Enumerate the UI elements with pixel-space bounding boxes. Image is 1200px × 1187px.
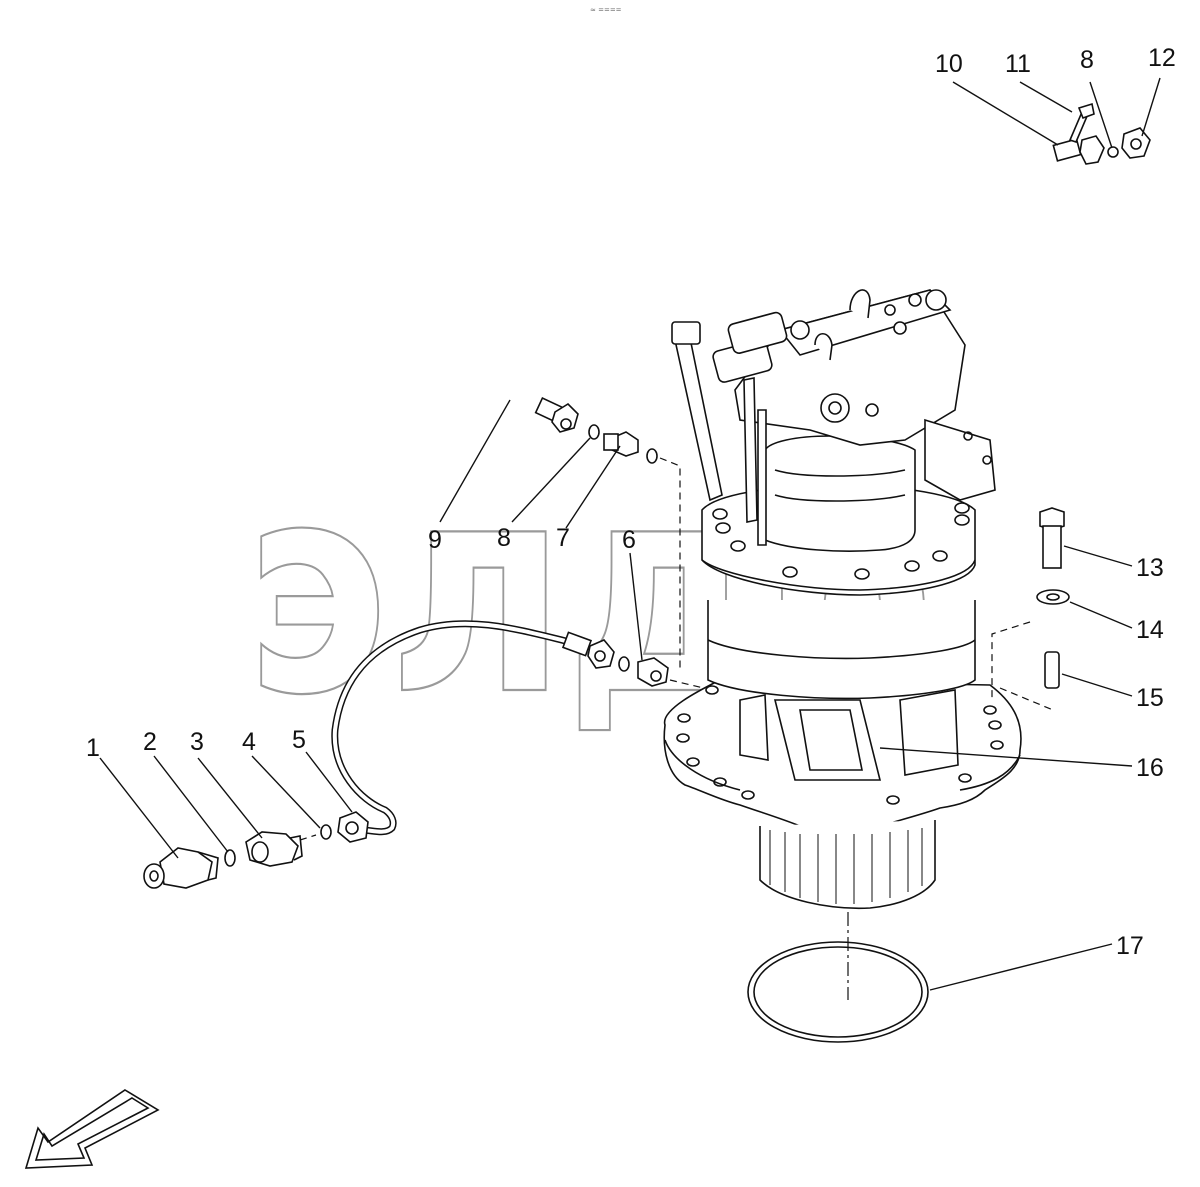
callout-14: 14 [1136,616,1164,644]
callout-1: 1 [86,734,100,762]
callout-16: 16 [1136,754,1164,782]
callout-2: 2 [143,728,157,756]
swing-motor [663,289,1022,910]
callout-17: 17 [1116,932,1144,960]
fittings-left [143,831,303,889]
callout-9: 9 [428,526,442,554]
callout-5: 5 [292,726,306,754]
callout-8-lower: 8 [497,524,511,552]
hose-lower [299,620,713,843]
callout-7: 7 [556,524,570,552]
callout-labels: 1 2 3 4 5 6 7 8 9 10 11 8 12 13 14 15 16… [86,44,1176,960]
callout-10: 10 [935,50,963,78]
callout-4: 4 [242,728,256,756]
callout-12: 12 [1148,44,1176,72]
callout-11: 11 [1005,50,1031,78]
bolt-set-right [991,507,1070,711]
leader-lines [99,77,1161,991]
callout-13: 13 [1136,554,1164,582]
callout-3: 3 [190,728,204,756]
front-direction-arrow-icon [24,1089,160,1169]
fittings-upper [588,424,681,670]
header-mark: ≈ ==== [590,6,622,14]
hose-upper [483,102,1151,433]
callout-15: 15 [1136,684,1164,712]
callout-6: 6 [622,526,636,554]
callout-8-upper: 8 [1080,46,1094,74]
o-ring-large [747,912,929,1043]
